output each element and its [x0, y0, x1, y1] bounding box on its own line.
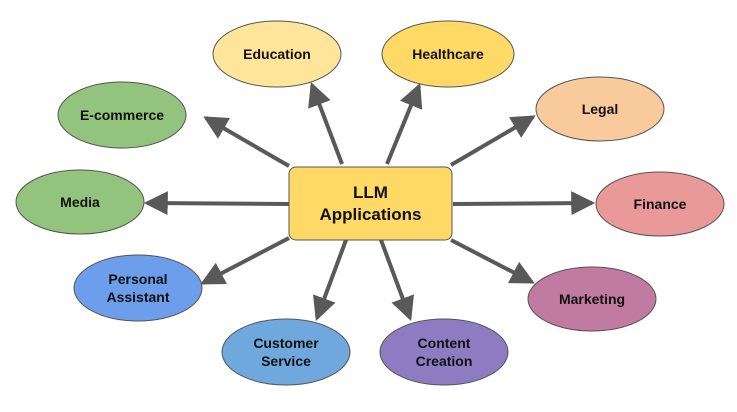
healthcare-label: Healthcare: [412, 46, 484, 62]
media-label: Media: [60, 194, 100, 210]
node-legal: Legal: [535, 76, 665, 142]
arrow-to-customer-service: [313, 239, 348, 321]
e-commerce-ellipse: [57, 81, 187, 149]
center-label-line: LLM: [353, 183, 388, 202]
finance-label: Finance: [634, 196, 687, 212]
center-label-line: Applications: [319, 205, 421, 224]
customer-service-label: Service: [261, 353, 311, 369]
arrow-to-finance: [452, 191, 596, 216]
marketing-label: Marketing: [559, 291, 625, 307]
education-ellipse: [212, 20, 342, 88]
marketing-ellipse: [527, 266, 657, 332]
education-label: Education: [243, 46, 311, 62]
customer-service-label: Customer: [253, 335, 319, 351]
center-box: [288, 166, 453, 241]
arrow-to-healthcare: [385, 83, 423, 165]
arrow-to-media: [143, 191, 290, 216]
finance-ellipse: [595, 171, 725, 237]
arrow-to-personal-assistant: [200, 236, 290, 285]
arrow-to-marketing: [450, 238, 535, 284]
content-creation-label: Creation: [416, 353, 473, 369]
legal-ellipse: [535, 76, 665, 142]
e-commerce-label: E-commerce: [80, 107, 164, 123]
arrow-to-legal: [449, 115, 536, 167]
arrow-to-e-commerce: [203, 116, 291, 168]
personal-assistant-ellipse: [73, 254, 203, 322]
node-finance: Finance: [595, 171, 725, 237]
arrows-group: [143, 82, 596, 321]
healthcare-ellipse: [381, 20, 515, 88]
center-node: LLM Applications: [288, 166, 453, 241]
node-media: Media: [15, 169, 145, 235]
legal-label: Legal: [582, 101, 619, 117]
arrow-to-education: [308, 82, 344, 165]
node-education: Education: [212, 20, 342, 88]
personal-assistant-label: Personal: [108, 271, 167, 287]
content-creation-ellipse: [379, 318, 509, 386]
node-marketing: Marketing: [527, 266, 657, 332]
node-healthcare: Healthcare: [381, 20, 515, 88]
personal-assistant-label: Assistant: [106, 289, 169, 305]
content-creation-label: Content: [418, 335, 471, 351]
customer-service-ellipse: [221, 318, 351, 386]
media-ellipse: [15, 169, 145, 235]
application-nodes: Education HealthcareLegalFinanceMarketing…: [15, 20, 725, 386]
arrow-to-content-creation: [379, 239, 414, 321]
node-e-commerce: E-commerce: [57, 81, 187, 149]
